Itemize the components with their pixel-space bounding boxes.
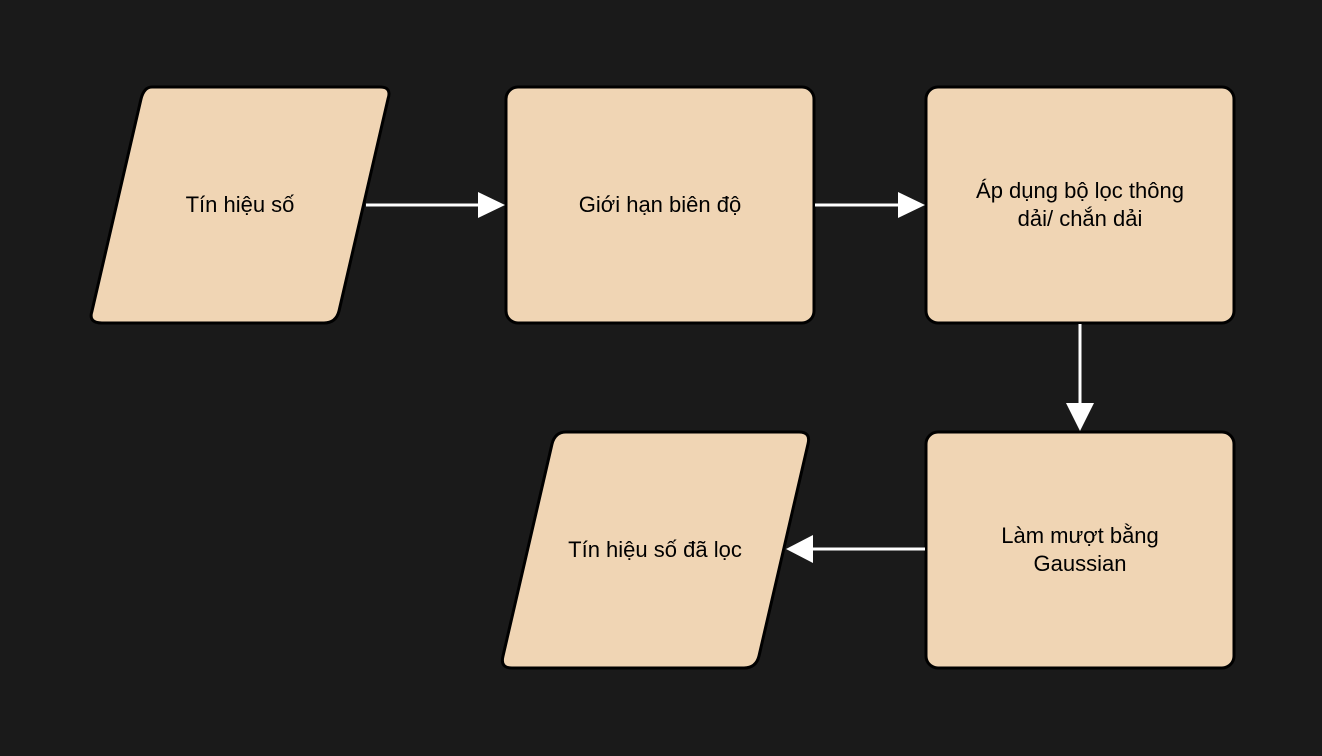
node-label-filtered-signal: Tín hiệu số đã lọc — [568, 537, 742, 562]
node-label-input-signal: Tín hiệu số — [185, 192, 295, 217]
node-gaussian-smoothing-shape[interactable] — [924, 430, 1236, 670]
node-label-gaussian-smoothing: Làm mượt bằng Gaussian — [1001, 523, 1159, 576]
node-label-amplitude-limit: Giới hạn biên độ — [578, 192, 742, 217]
arrowhead-icon — [786, 535, 813, 563]
arrowhead-icon — [898, 192, 925, 218]
node-filtered-signal-shape[interactable] — [500, 430, 811, 670]
node-input-signal-shape[interactable] — [89, 85, 391, 325]
node-label-band-filter: Áp dụng bộ lọc thông dải/ chắn dải — [976, 178, 1184, 231]
arrowhead-icon — [1066, 403, 1094, 431]
node-band-filter-shape[interactable] — [924, 85, 1236, 325]
arrowhead-icon — [478, 192, 505, 218]
node-amplitude-limit-shape[interactable] — [504, 85, 816, 325]
